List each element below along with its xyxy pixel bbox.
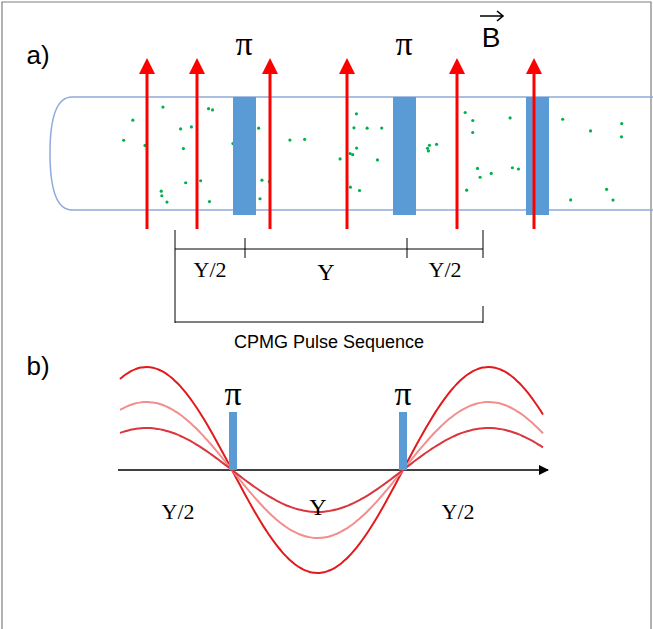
spin-dot [182, 147, 185, 150]
field-arrowhead [526, 58, 542, 74]
spin-dot [160, 190, 163, 193]
spin-dot [471, 131, 474, 134]
spin-dot [426, 147, 429, 150]
panel-label: b) [26, 353, 49, 379]
time-axis [118, 469, 548, 470]
pulse-label: π [395, 27, 412, 61]
spin-dot [605, 188, 608, 191]
spin-dot [349, 186, 352, 189]
sample-tube [50, 97, 653, 210]
field-arrowhead [139, 58, 155, 74]
pulse-label: π [235, 27, 252, 61]
sequence-label: CPMG Pulse Sequence [234, 333, 424, 351]
pi-pulses [229, 412, 407, 470]
spin-dot [355, 146, 358, 149]
spin-dot [179, 127, 182, 130]
spin-dot [471, 119, 474, 122]
spin-dot [355, 112, 358, 115]
pi-pulses [233, 97, 549, 215]
spin-dot [464, 111, 467, 114]
spin-dot [184, 181, 187, 184]
echo-curve [120, 367, 543, 573]
field-arrowhead [262, 58, 278, 74]
spin-dot [366, 127, 369, 130]
echo-curve [120, 402, 543, 538]
spin-dot [199, 179, 202, 182]
spin-dot [303, 138, 306, 141]
spin-dot [465, 189, 468, 192]
spin-dot [511, 166, 514, 169]
spin-dot [161, 105, 164, 108]
spin-dot [620, 135, 623, 138]
spin-dot [211, 108, 214, 111]
spin-dot [428, 144, 431, 147]
spin-dot [122, 139, 125, 142]
interval-label: Y [317, 260, 334, 284]
spin-dot [490, 172, 493, 175]
panel-label: a) [26, 42, 49, 68]
field-arrowhead [189, 58, 205, 74]
spin-dot [517, 167, 520, 170]
spin-dot [190, 125, 193, 128]
spin-dot [611, 198, 614, 201]
field-arrowhead [449, 58, 465, 74]
field-arrowhead [339, 58, 355, 74]
spin-dot [435, 143, 438, 146]
interval-label: Y/2 [194, 259, 227, 281]
field-arrow [533, 72, 536, 229]
echo-curve [120, 428, 543, 512]
vector-arrow [480, 11, 503, 21]
spin-dot [569, 198, 572, 201]
field-arrow [456, 72, 459, 229]
spin-dot [348, 152, 351, 155]
spin-dot [339, 157, 342, 160]
interval-label: Y [309, 495, 326, 519]
spin-dot [476, 167, 479, 170]
spin-dot [376, 158, 379, 161]
spin-dot [589, 129, 592, 132]
spin-dot [427, 149, 430, 152]
echo-curves [120, 367, 543, 573]
timing-brackets [175, 230, 483, 323]
spin-dot [131, 119, 134, 122]
spin-dot [620, 122, 623, 125]
spin-dot [207, 107, 210, 110]
spin-dot [260, 179, 263, 182]
interval-label: Y/2 [442, 501, 475, 523]
spin-dot [380, 126, 383, 129]
spin-dot [508, 116, 511, 119]
field-arrow [146, 72, 149, 229]
pulse-label: π [224, 377, 241, 411]
field-arrows [139, 58, 542, 229]
spin-dot [208, 200, 211, 203]
spin-dot [288, 138, 291, 141]
interval-label: Y/2 [162, 501, 195, 523]
spin-dot [561, 118, 564, 121]
interval-label: Y/2 [429, 259, 462, 281]
field-arrow [346, 72, 349, 229]
field-arrow [196, 72, 199, 229]
spin-dot [165, 200, 168, 203]
spin-dot [257, 127, 260, 130]
field-label: B [482, 24, 501, 52]
field-arrow [269, 72, 272, 229]
spin-dot [478, 176, 481, 179]
spin-dot [358, 189, 361, 192]
spin-dot [258, 197, 261, 200]
spin-dot [352, 126, 355, 129]
pulse-label: π [394, 377, 411, 411]
spin-dot [160, 194, 163, 197]
